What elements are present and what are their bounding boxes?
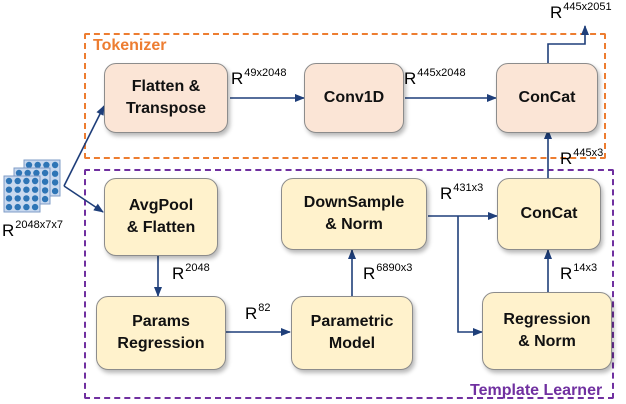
dim-flatten-out: R49x2048 (231, 67, 287, 88)
feature-map-layer (3, 175, 41, 213)
dim-params-out: R82 (245, 302, 271, 323)
params-regression-node: Params Regression (96, 296, 226, 370)
dim-output: R445x2051 (550, 1, 612, 22)
dim-model-out: R6890x3 (363, 262, 413, 283)
dim-conv1d-out: R445x2048 (404, 67, 466, 88)
concat-bottom-node: ConCat (497, 178, 601, 250)
dim-input: R2048x7x7 (2, 219, 63, 240)
feature-map-stack-icon (3, 159, 61, 213)
conv1d-node: Conv1D (304, 63, 404, 133)
avgpool-flatten-node: AvgPool & Flatten (104, 178, 218, 256)
arrow-input-to-flatten (63, 105, 105, 187)
arrow-input-to-avgpool (63, 185, 104, 213)
dim-regression-out: R14x3 (560, 262, 598, 283)
template-learner-label: Template Learner (470, 382, 603, 399)
arrow-downsample-to-regression (457, 216, 483, 336)
arrow-concat-top-to-output (547, 25, 589, 68)
dim-avgpool-out: R2048 (172, 262, 210, 283)
downsample-norm-node: DownSample & Norm (281, 178, 427, 250)
regression-norm-node: Regression & Norm (482, 292, 612, 370)
dim-concat-bottom-out: R445x3 (560, 147, 604, 168)
template-learner-frame (84, 169, 614, 399)
dim-downsample-out: R431x3 (440, 182, 484, 203)
flatten-transpose-node: Flatten & Transpose (104, 63, 228, 133)
tokenizer-label: Tokenizer (93, 37, 167, 54)
concat-top-node: ConCat (496, 63, 598, 133)
tokenizer-frame (84, 33, 606, 159)
parametric-model-node: Parametric Model (291, 296, 413, 370)
